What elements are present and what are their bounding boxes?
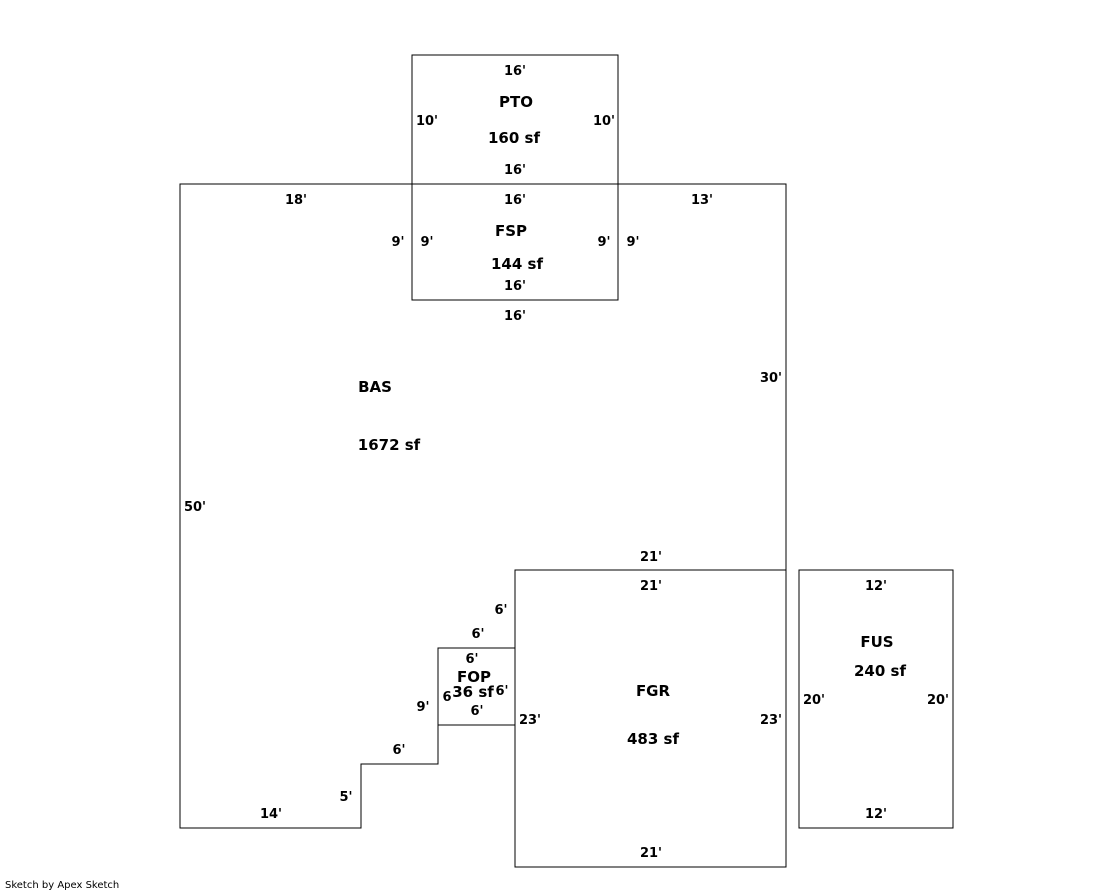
fgr-dim-left: 23'	[519, 713, 541, 728]
bas-dim-top-left: 18'	[285, 193, 307, 208]
fsp-dim-bottom: 16'	[504, 279, 526, 294]
bas-dim-right: 30'	[760, 371, 782, 386]
fus-dim-right: 20'	[927, 693, 949, 708]
bas-dim-fsp-bottom: 16'	[504, 309, 526, 324]
fop-dim-left: 6	[442, 690, 451, 705]
bas-dim-diag-upper: 6'	[494, 603, 507, 618]
fgr-dim-bottom: 21'	[640, 846, 662, 861]
fus-dim-top: 12'	[865, 579, 887, 594]
pto-outline	[411, 54, 619, 184]
pto-area: 160 sf	[488, 129, 540, 147]
bas-dim-bottom: 14'	[260, 807, 282, 822]
fgr-dim-right: 23'	[760, 713, 782, 728]
bas-code: BAS	[358, 378, 392, 396]
fus-dim-bottom: 12'	[865, 807, 887, 822]
bas-dim-fsp-left: 9'	[391, 235, 404, 250]
fus-area: 240 sf	[854, 662, 906, 680]
pto-dim-bottom: 16'	[504, 163, 526, 178]
bas-dim-step-side: 5'	[339, 790, 352, 805]
pto-dim-top: 16'	[504, 64, 526, 79]
fop-area: 36 sf	[452, 683, 494, 701]
bas-dim-fop-left-outer: 9'	[416, 700, 429, 715]
bas-outline	[179, 183, 787, 829]
fop-dim-right: 6'	[495, 684, 508, 699]
fop-dim-bottom: 6'	[470, 704, 483, 719]
pto-dim-left: 10'	[416, 114, 438, 129]
fsp-outline	[411, 183, 619, 301]
fgr-code: FGR	[636, 682, 671, 700]
fgr-outline	[514, 569, 787, 868]
bas-dim-garage-top: 21'	[640, 550, 662, 565]
bas-dim-left: 50'	[184, 500, 206, 515]
sketch-credit: Sketch by Apex Sketch	[5, 880, 120, 891]
fus-dim-left: 20'	[803, 693, 825, 708]
fop-code: FOP	[457, 668, 491, 686]
bas-dim-step-top: 6'	[392, 743, 405, 758]
bas-dim-top-right: 13'	[691, 193, 713, 208]
fsp-dim-left: 9'	[420, 235, 433, 250]
fus-outline	[798, 569, 954, 829]
fsp-area: 144 sf	[491, 255, 543, 273]
fus-code: FUS	[860, 633, 893, 651]
pto-code: PTO	[499, 93, 533, 111]
bas-dim-fsp-right: 9'	[626, 235, 639, 250]
fop-dim-top: 6'	[465, 652, 478, 667]
pto-dim-right: 10'	[593, 114, 615, 129]
bas-dim-fop-top-outer: 6'	[471, 627, 484, 642]
fsp-dim-top: 16'	[504, 193, 526, 208]
fsp-dim-right: 9'	[597, 235, 610, 250]
fsp-code: FSP	[495, 222, 527, 240]
fgr-dim-top: 21'	[640, 579, 662, 594]
bas-area: 1672 sf	[358, 436, 421, 454]
fgr-area: 483 sf	[627, 730, 679, 748]
